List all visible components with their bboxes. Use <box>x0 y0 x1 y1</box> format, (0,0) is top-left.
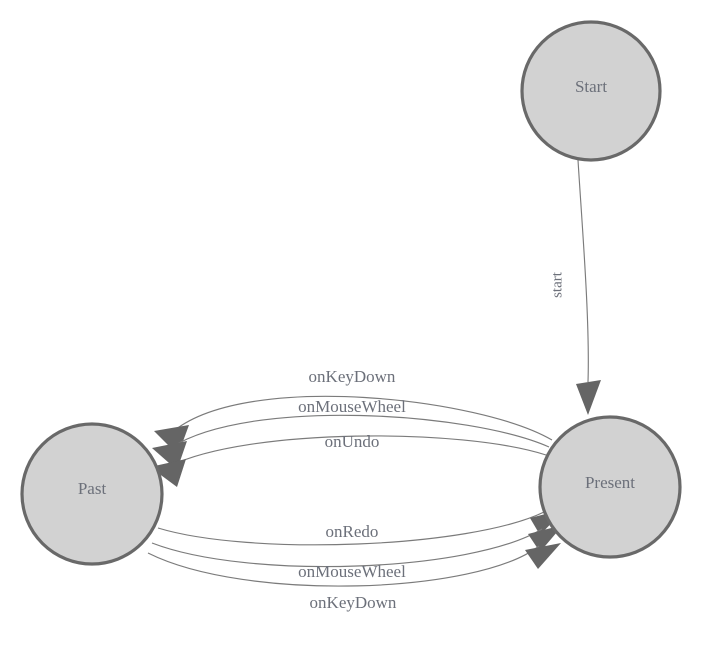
edge-past-to-present-onredo[interactable]: onRedo <box>157 509 565 546</box>
edge-label-present-to-past-onundo: onUndo <box>325 432 380 451</box>
edge-present-to-past-onundo[interactable]: onUndo <box>150 432 547 487</box>
edge-past-to-present-onredo-path <box>157 511 545 546</box>
edge-start-to-present-arrowhead <box>576 380 601 415</box>
node-present-circle <box>538 415 682 559</box>
edge-present-to-past-onmousewheel-path <box>171 414 550 448</box>
edge-past-to-present-onkeydown-path <box>147 545 540 587</box>
node-start[interactable]: Start <box>520 20 662 162</box>
edge-past-to-present-onmousewheel[interactable]: onMouseWheel <box>151 525 563 581</box>
edge-label-past-to-present-onredo: onRedo <box>326 522 379 541</box>
edge-past-to-present-onkeydown-arrowhead <box>525 543 561 569</box>
node-start-circle <box>520 20 662 162</box>
edge-label-past-to-present-onkeydown: onKeyDown <box>310 593 397 612</box>
node-present[interactable]: Present <box>538 415 682 559</box>
node-present-label: Present <box>585 473 635 492</box>
edge-past-to-present-onkeydown[interactable]: onKeyDown <box>147 543 561 612</box>
edge-label-start: start <box>549 271 565 298</box>
edge-label-present-to-past-onkeydown: onKeyDown <box>309 367 396 386</box>
edge-present-to-past-onundo-path <box>169 435 547 467</box>
edge-start-to-present-path <box>577 159 589 383</box>
node-past-label: Past <box>78 479 107 498</box>
node-past-circle <box>20 422 164 566</box>
edge-present-to-past-onkeydown-path <box>174 395 553 441</box>
edge-present-to-past-onundo-arrowhead <box>150 459 186 487</box>
edge-label-present-to-past-onmousewheel: onMouseWheel <box>298 397 406 416</box>
edge-past-to-present-onmousewheel-path <box>151 528 543 568</box>
edge-start-to-present[interactable]: start <box>549 159 601 415</box>
edge-label-past-to-present-onmousewheel: onMouseWheel <box>298 562 406 581</box>
node-past[interactable]: Past <box>20 422 164 566</box>
node-start-label: Start <box>575 77 607 96</box>
